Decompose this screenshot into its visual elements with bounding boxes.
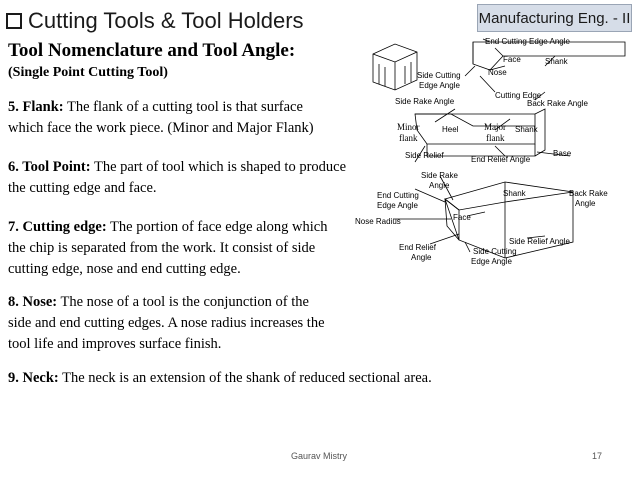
label-end-relief-2: Angle [411, 253, 432, 262]
definition-flank: 5. Flank: The flank of a cutting tool is… [8, 97, 314, 139]
definition-text: The neck is an extension of the shank of… [58, 370, 432, 386]
label-shank-mid: Shank [515, 125, 539, 134]
label-side-cutting-edge-angle-b2: Edge Angle [471, 257, 512, 266]
slide-title: Cutting Tools & Tool Holders [6, 4, 304, 38]
label-face-bottom: Face [453, 213, 471, 222]
tool-diagram-svg: End Cutting Edge Angle Face Shank Nose S… [355, 37, 626, 266]
slide-content: Tool Nomenclature and Tool Angle: (Singl… [8, 40, 638, 82]
label-back-rake-angle-top: Back Rake Angle [527, 99, 588, 108]
definition-tool-point: 6. Tool Point: The part of tool which is… [8, 157, 346, 199]
label-nose-radius: Nose Radius [355, 217, 401, 226]
section-subheading: (Single Point Cutting Tool) [8, 65, 168, 80]
definition-text: cutting edge, nose and end cutting edge. [8, 261, 241, 277]
label-side-rake-2: Angle [429, 181, 450, 190]
definition-text: which face the work piece. (Minor and Ma… [8, 120, 314, 136]
definition-cutting-edge: 7. Cutting edge: The portion of face edg… [8, 217, 327, 280]
definition-nose: 8. Nose: The nose of a tool is the conju… [8, 292, 325, 355]
label-side-relief: Side Relief [405, 151, 444, 160]
label-side-cutting-edge-angle-1: Side Cutting [417, 71, 461, 80]
label-end-relief-1: End Relief [399, 243, 437, 252]
term-label: 9. Neck: [8, 370, 59, 386]
checkbox-bullet-icon [6, 13, 22, 29]
term-label: 6. Tool Point: [8, 159, 91, 175]
label-side-cutting-edge-angle-b1: Side Cutting [473, 247, 517, 256]
label-end-cutting-edge-angle-1: End Cutting [377, 191, 419, 200]
label-end-cutting-edge-angle-2: Edge Angle [377, 201, 418, 210]
label-nose: Nose [488, 68, 507, 77]
label-minor-flank-1: Minor [397, 122, 420, 132]
page-number: 17 [591, 451, 602, 461]
term-label: 5. Flank: [8, 99, 64, 115]
definition-text: The flank of a cutting tool is that surf… [63, 99, 303, 115]
definition-neck: 9. Neck: The neck is an extension of the… [8, 368, 432, 389]
label-end-relief-angle-top: End Relief Angle [471, 155, 531, 164]
label-cutting-edge: Cutting Edge [495, 91, 542, 100]
label-heel: Heel [442, 125, 459, 134]
tool-nomenclature-diagram: End Cutting Edge Angle Face Shank Nose S… [355, 34, 638, 274]
label-side-rake-1: Side Rake [421, 171, 458, 180]
definition-text: the chip is separated from the work. It … [8, 240, 316, 256]
definition-text: The portion of face edge along which [106, 219, 328, 235]
label-major-flank-2: flank [486, 133, 505, 143]
definition-text: The nose of a tool is the conjunction of… [57, 294, 309, 310]
label-face-top: Face [503, 55, 521, 64]
label-major-flank-1: Major [484, 122, 506, 132]
definition-text: The part of tool which is shaped to prod… [90, 159, 347, 175]
definition-text: the cutting edge and face. [8, 180, 157, 196]
slide-title-text: Cutting Tools & Tool Holders [28, 8, 304, 33]
label-shank-bottom: Shank [503, 189, 527, 198]
label-side-rake-angle-top: Side Rake Angle [395, 97, 455, 106]
course-badge: Manufacturing Eng. - II [477, 4, 632, 32]
definition-text: side and end cutting edges. A nose radiu… [8, 315, 325, 331]
label-minor-flank-2: flank [399, 133, 418, 143]
section-heading: Tool Nomenclature and Tool Angle: [8, 40, 296, 61]
label-shank-top: Shank [545, 57, 569, 66]
term-label: 7. Cutting edge: [8, 219, 107, 235]
term-label: 8. Nose: [8, 294, 58, 310]
definition-text: tool life and improves surface finish. [8, 336, 222, 352]
label-side-relief-angle: Side Relief Angle [509, 237, 570, 246]
label-back-rake-1: Back Rake [569, 189, 608, 198]
label-base: Base [553, 149, 572, 158]
label-back-rake-2: Angle [575, 199, 596, 208]
footer-author: Gaurav Mistry [290, 451, 347, 461]
label-side-cutting-edge-angle-2: Edge Angle [419, 81, 460, 90]
label-end-cutting-edge-angle: End Cutting Edge Angle [485, 37, 571, 46]
